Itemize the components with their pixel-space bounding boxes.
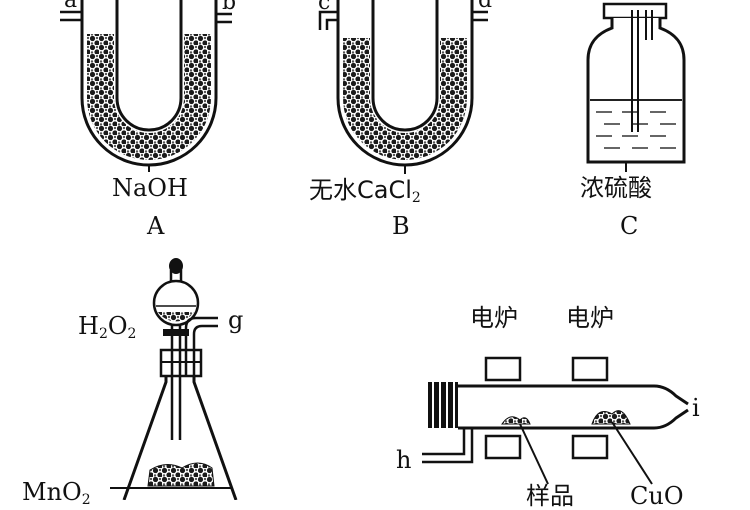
funnel-reagent-sub1: 2 — [98, 326, 108, 342]
port-b-label: b — [222, 0, 237, 15]
heater-right-label: 电炉 — [566, 304, 614, 332]
heater-right-box — [571, 356, 609, 382]
u-tube-a-side-arm-right — [216, 12, 232, 24]
u-tube-a-inner-wall — [115, 0, 183, 132]
port-c-label: c — [318, 0, 331, 15]
u-tube-a-outer-wall — [80, 0, 218, 167]
u-tube-b-side-arm-left — [318, 10, 338, 30]
funnel-stem — [170, 325, 182, 440]
inlet-h-label: h — [396, 446, 412, 474]
sample-leader — [519, 423, 549, 485]
bottle-c-body — [586, 18, 686, 164]
u-tube-b-granules — [343, 38, 467, 160]
wash-bottle-c — [586, 2, 686, 172]
reagent-a-label: NaOH — [112, 174, 188, 202]
funnel-stopcock — [163, 329, 189, 336]
bottle-c-short-tube — [645, 10, 653, 40]
oxide-leader — [611, 421, 653, 485]
tag-b-label: B — [392, 212, 410, 240]
funnel-reagent-sub2: 2 — [127, 326, 137, 342]
u-tube-a-granules — [87, 34, 211, 160]
sample-granules — [501, 416, 531, 425]
funnel-stopper — [169, 258, 183, 274]
u-tube-b-inner-wall — [371, 0, 439, 132]
funnel-neck — [169, 270, 183, 282]
u-tube-b — [318, 0, 488, 174]
sample-label: 样品 — [526, 482, 574, 510]
tube-glass — [458, 384, 689, 430]
reagent-c-label: 浓硫酸 — [580, 174, 652, 202]
delivery-tube-g — [184, 316, 218, 376]
heater-right-lower — [571, 434, 609, 460]
combustion-tube — [422, 356, 689, 485]
inlet-tube-h — [422, 428, 474, 464]
bottle-c-long-tube — [631, 10, 639, 132]
funnel-reagent-h: H — [78, 312, 99, 340]
heater-left-box — [484, 356, 522, 382]
reagent-b-subscript: 2 — [411, 190, 421, 206]
oxide-label: CuO — [630, 482, 684, 510]
tag-c-label: C — [620, 212, 639, 240]
u-tube-a-side-arm-left — [60, 10, 82, 22]
bottle-c-stopper — [602, 2, 668, 20]
funnel-reagent-label: H2O2 — [78, 314, 136, 341]
reagent-b-label: 无水CaCl2 — [309, 178, 421, 205]
tag-a-label: A — [147, 212, 165, 240]
u-tube-b-outer-wall — [336, 0, 474, 167]
solid-label-text: MnO — [22, 478, 82, 506]
bottle-c-liquid-hatch — [596, 111, 676, 149]
manganese-dioxide — [147, 462, 215, 487]
solid-label-subscript: 2 — [81, 492, 91, 508]
oxide-granules — [591, 410, 631, 425]
heater-left-label: 电炉 — [470, 304, 518, 332]
oxygen-generator — [110, 258, 238, 501]
heater-left-lower — [484, 434, 522, 460]
reagent-b-text: 无水CaCl — [309, 176, 412, 204]
port-a-label: a — [64, 0, 78, 13]
outlet-g-label: g — [228, 306, 244, 334]
u-tube-b-side-arm-right — [472, 10, 488, 22]
funnel-liquid — [158, 312, 194, 322]
funnel-reagent-o: O — [107, 312, 128, 340]
port-d-label: d — [478, 0, 493, 13]
u-tube-a — [60, 0, 232, 172]
outlet-i-label: i — [692, 394, 700, 422]
solid-label: MnO2 — [22, 480, 91, 507]
